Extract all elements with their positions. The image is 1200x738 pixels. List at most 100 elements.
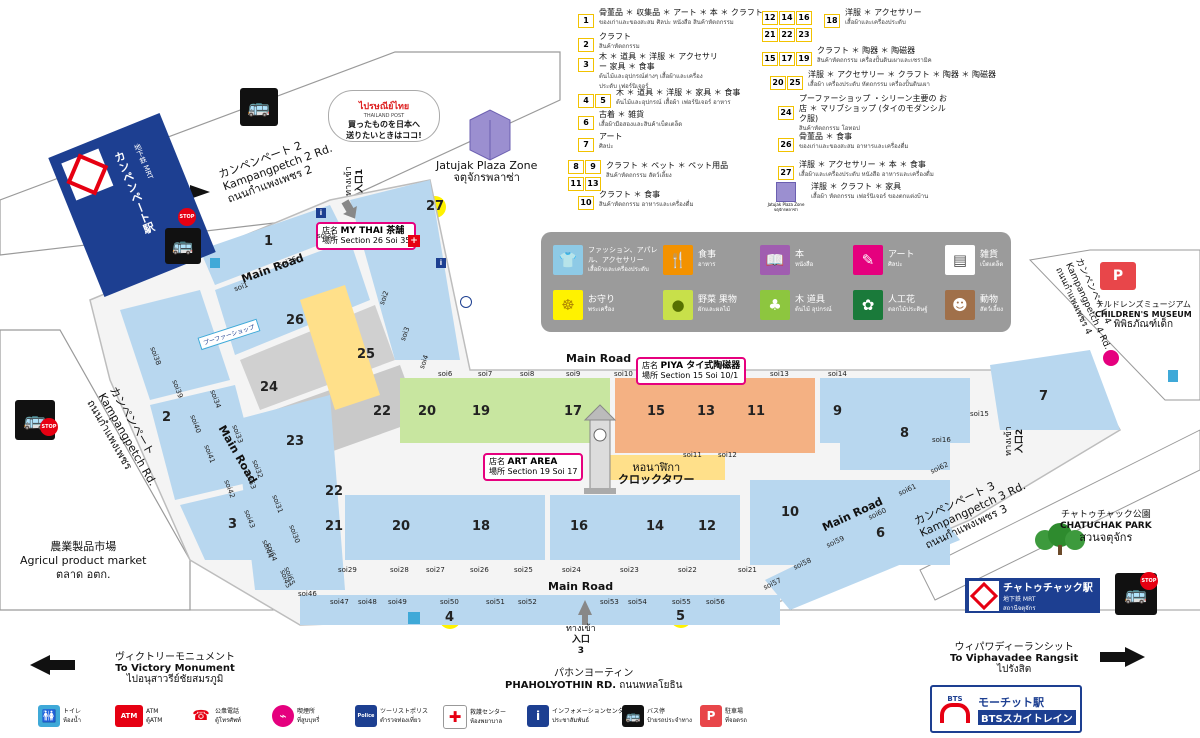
- road-name-en: PHAHOLYOTHIN RD.: [505, 680, 617, 691]
- place-name-en: CHILDREN'S MUSEUM: [1095, 310, 1192, 319]
- entrance-3: ทางเข้า 入口 3: [566, 624, 596, 657]
- service-first-aid: ✚ 救護センターห้องพยาบาล: [443, 705, 506, 729]
- legend-number: 10: [578, 196, 594, 210]
- section-number[interactable]: 20: [390, 515, 413, 538]
- legend-text-th: สินค้าหัตถกรรม อาหารและเครื่องดื่ม: [599, 201, 694, 208]
- soi-label: soi50: [440, 598, 459, 606]
- section-number[interactable]: 8: [893, 422, 916, 445]
- section-number[interactable]: 15: [645, 400, 668, 423]
- toilet-icon: [210, 258, 220, 268]
- stall-block-section7: [990, 350, 1120, 430]
- road-name-th: ถนนพหลโยธิน: [619, 680, 683, 691]
- service-name-th: ห้องน้ำ: [63, 717, 81, 724]
- section-number[interactable]: 14: [644, 515, 667, 538]
- legend-text-th: ศิลปะ: [599, 143, 614, 150]
- category-name-th: หนังสือ: [795, 261, 814, 268]
- flower-icon: ✿: [853, 290, 883, 320]
- section-number[interactable]: 21: [323, 515, 346, 538]
- soi-label: soi26: [470, 566, 489, 574]
- service-bus-stop: 🚌 バス停ป้ายรถประจำทาง: [622, 705, 692, 727]
- featured-shop-art-area[interactable]: 店名 ART AREA 場所 Section 19 Soi 17: [483, 453, 584, 481]
- tree-icon: ♣: [760, 290, 790, 320]
- section-number[interactable]: 2: [155, 406, 178, 429]
- service-name-th: ป้ายรถประจำทาง: [647, 717, 692, 724]
- bts-logo-icon: BTS: [936, 690, 974, 728]
- section-number[interactable]: 22: [371, 400, 394, 423]
- legend-entry: 24 プーファーショップ ・シリーン主要の お店 ＊ マリブショップ (タイのモ…: [778, 94, 949, 134]
- clock-tower-label: หอนาฬิกา クロックタワー: [618, 462, 695, 486]
- section-number[interactable]: 18: [470, 515, 493, 538]
- category-name-jp: 本: [795, 250, 805, 260]
- section-number[interactable]: 19: [470, 400, 493, 423]
- legend-entry: 26 骨董品 ＊ 食事ของเก่าและของสะสม อาหารและเคร…: [778, 132, 908, 152]
- legend-text-jp: 洋服 ＊ アクセサリー ＊ 本 ＊ 食事: [799, 160, 926, 169]
- soi-label: soi48: [358, 598, 377, 606]
- legend-text-th: เสื้อผ้ามือสองและสินค้าเบ็ดเตล็ด: [599, 121, 683, 128]
- legend-entry: 1 骨董品 ＊ 収集品 ＊ アート ＊ 本 ＊ クラフトของเก่าและขอ…: [578, 8, 763, 28]
- shop-location-label: 場所: [489, 467, 505, 476]
- soi-label: soi22: [678, 566, 697, 574]
- soi-label: soi10: [614, 370, 633, 378]
- section-number[interactable]: 6: [869, 522, 892, 545]
- service-name-jp: 駐車場: [725, 708, 744, 715]
- section-number[interactable]: 4: [438, 606, 461, 629]
- soi-label: soi28: [390, 566, 409, 574]
- legend-text-jp: 骨董品 ＊ 収集品 ＊ アート ＊ 本 ＊ クラフト: [599, 8, 763, 17]
- section-number[interactable]: 17: [562, 400, 585, 423]
- section-number[interactable]: 22: [323, 480, 346, 503]
- section-number[interactable]: 7: [1032, 385, 1055, 408]
- toilet-icon: [408, 612, 420, 624]
- post-line1: 買ったものを日本へ: [348, 120, 420, 129]
- legend-number: 14: [779, 11, 795, 25]
- soi-label: soi9: [566, 370, 581, 378]
- section-number[interactable]: 27: [424, 195, 447, 218]
- section-number[interactable]: 13: [695, 400, 718, 423]
- category-name-th: พระเครื่อง: [588, 306, 615, 313]
- parking-icon: P: [1100, 262, 1136, 290]
- legend-number: 9: [585, 160, 601, 174]
- legend-text-th: ของเก่าและของสะสม อาหารและเครื่องดื่ม: [799, 143, 909, 150]
- legend-text-jp: 古着 ＊ 雑貨: [599, 110, 645, 119]
- direction-th: ไปอนุสาวรีย์ชัยสมรภูมิ: [126, 674, 224, 685]
- parking-icon: P: [700, 705, 722, 727]
- section-number[interactable]: 11: [745, 400, 768, 423]
- section-number[interactable]: 26: [284, 309, 307, 332]
- section-number[interactable]: 23: [284, 430, 307, 453]
- legend-entry: 27 洋服 ＊ アクセサリー ＊ 本 ＊ 食事เสื้อผ้าและเครื่อ…: [778, 160, 934, 180]
- section-number[interactable]: 12: [696, 515, 719, 538]
- bus-stop-icon: 🚌: [165, 228, 201, 264]
- post-line2: 送りたいときはココ!: [346, 131, 422, 140]
- legend-text-jp: クラフト ＊ 陶器 ＊ 陶磁器: [817, 46, 916, 55]
- place-name-th: จตุจักรพลาซ่า: [453, 171, 520, 184]
- legend-entry: 10 クラフト ＊ 食事สินค้าหัตถกรรม อาหารและเครื่…: [578, 190, 694, 210]
- category-name-jp: 野菜 果物: [698, 295, 737, 305]
- section-number[interactable]: 9: [826, 400, 849, 423]
- section-number[interactable]: 5: [669, 605, 692, 628]
- section-number[interactable]: 16: [568, 515, 591, 538]
- category-name-th: เสื้อผ้าและเครื่องประดับ: [588, 266, 649, 273]
- section-number[interactable]: 20: [416, 400, 439, 423]
- category-name-th: ผักและผลไม้: [698, 306, 731, 313]
- buddha-icon: ☸: [553, 290, 583, 320]
- section-number[interactable]: 1: [257, 230, 280, 253]
- section-number[interactable]: 25: [355, 343, 378, 366]
- legend-text-th: สินค้าหัตถกรรม สัตว์เลี้ยง: [606, 172, 672, 179]
- shop-name: MY THAI 茶舗: [340, 226, 405, 236]
- service-police: Police ツーリストポリスตำรวจท่องเที่ยว: [355, 705, 428, 727]
- category-amulet: ☸ お守りพระเครื่อง: [553, 290, 615, 320]
- legend-icon-label: Jatujak Plaza Zone: [767, 202, 805, 207]
- station-sub: BTSスカイトレイン: [978, 709, 1076, 725]
- place-name-jp: チャトゥチャック公園: [1060, 510, 1151, 520]
- bts-mochit-station-sign: BTS モーチット駅 BTSスカイトレイン: [930, 685, 1082, 733]
- section-number[interactable]: 3: [221, 513, 244, 536]
- station-name-jp: チャトゥチャック駅: [1003, 582, 1093, 594]
- section-number[interactable]: 10: [779, 501, 802, 524]
- featured-shop-piya[interactable]: 店名 PIYA タイ式陶磁器 場所 Section 15 Soi 10/1: [636, 357, 747, 385]
- category-book: 📖 本หนังสือ: [760, 245, 813, 275]
- place-name-en: Jatujak Plaza Zone: [436, 159, 538, 172]
- service-name-jp: 喫煙所: [297, 708, 316, 715]
- section-number[interactable]: 24: [258, 376, 281, 399]
- stop-sign-icon: STOP: [178, 208, 196, 226]
- place-name-th: หอนาฬิกา: [632, 461, 681, 474]
